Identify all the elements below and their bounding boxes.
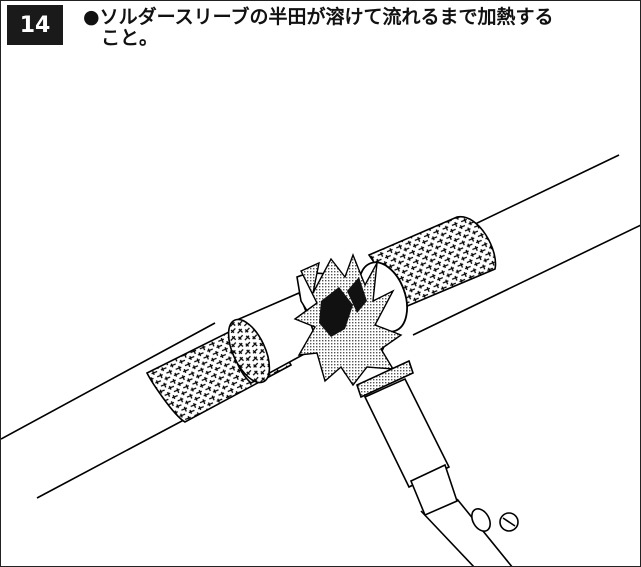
instruction-line-2: こと。 bbox=[101, 27, 159, 49]
instruction-line-1: ●ソルダースリーブの半田が溶けて流れるまで加熱する bbox=[83, 6, 554, 28]
flame bbox=[293, 253, 403, 387]
step-number-badge: 14 bbox=[7, 5, 63, 45]
heat-gun-nozzle bbox=[356, 359, 458, 517]
heat-gun-body bbox=[420, 498, 519, 566]
step-number: 14 bbox=[19, 12, 51, 38]
instruction-text: ●ソルダースリーブの半田が溶けて流れるまで加熱する こと。 bbox=[83, 7, 633, 49]
